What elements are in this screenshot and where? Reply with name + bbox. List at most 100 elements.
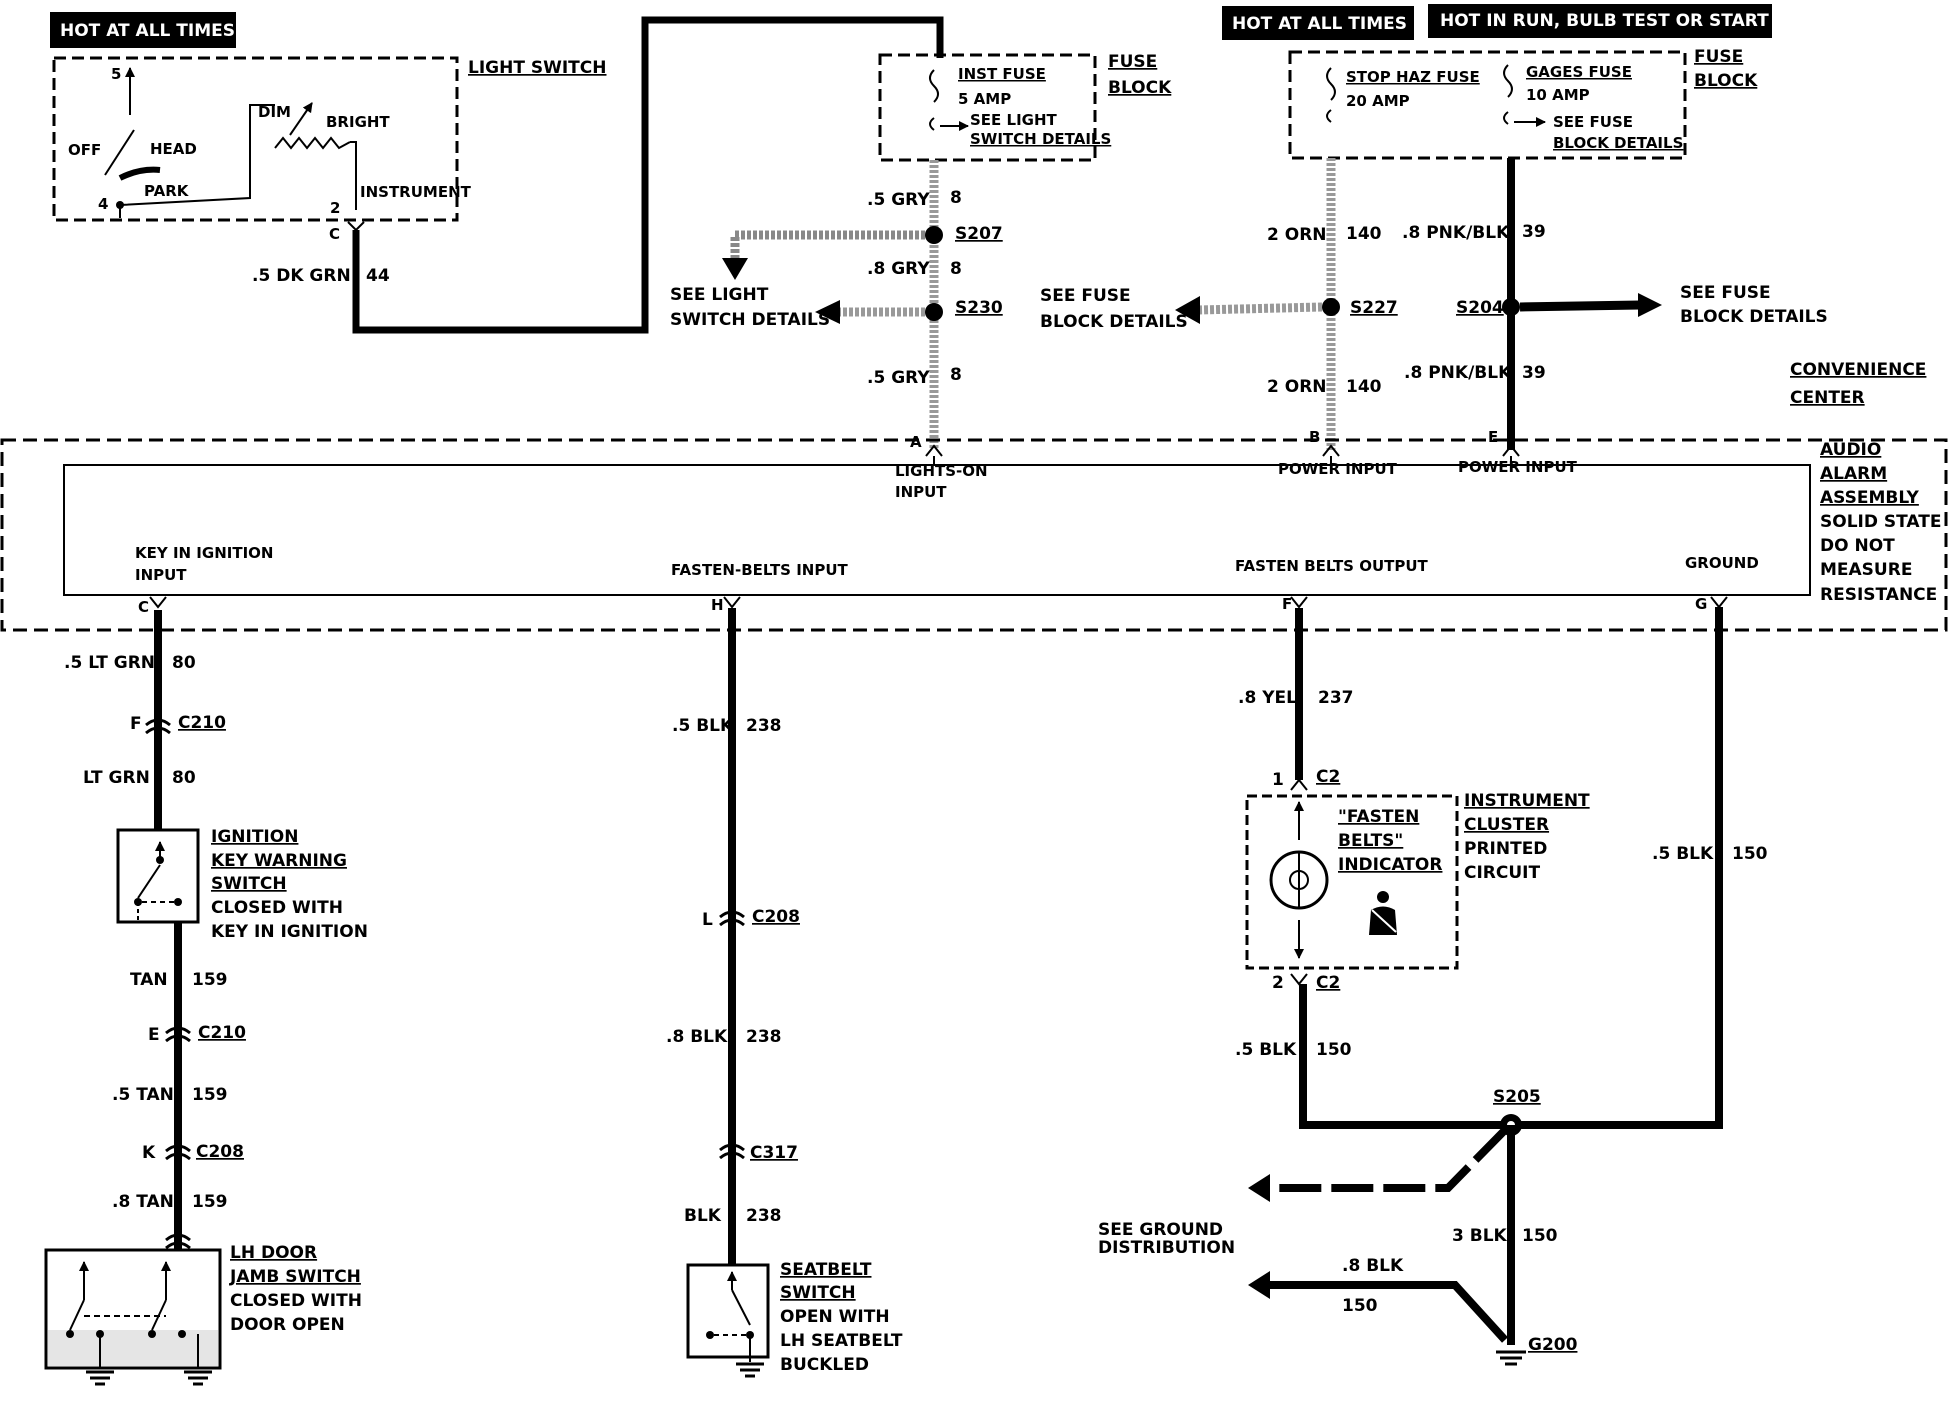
svg-text:G: G bbox=[1695, 595, 1707, 613]
svg-text:INSTRUMENT: INSTRUMENT bbox=[1464, 791, 1590, 811]
svg-text:OFF: OFF bbox=[68, 141, 101, 159]
svg-text:2 ORN: 2 ORN bbox=[1267, 377, 1327, 397]
ground-g200: G200 bbox=[1496, 1335, 1578, 1366]
svg-text:5 AMP: 5 AMP bbox=[958, 90, 1011, 108]
svg-text:BLOCK DETAILS: BLOCK DETAILS bbox=[1680, 307, 1828, 327]
svg-text:S227: S227 bbox=[1350, 298, 1398, 318]
svg-text:8: 8 bbox=[950, 188, 962, 208]
svg-text:DOOR OPEN: DOOR OPEN bbox=[230, 1315, 345, 1335]
svg-text:238: 238 bbox=[746, 716, 782, 736]
svg-text:GAGES FUSE: GAGES FUSE bbox=[1526, 63, 1632, 81]
svg-text:F: F bbox=[1282, 595, 1292, 613]
svg-text:BLOCK DETAILS: BLOCK DETAILS bbox=[1040, 312, 1188, 332]
svg-text:SWITCH: SWITCH bbox=[780, 1283, 856, 1303]
svg-text:C210: C210 bbox=[198, 1023, 246, 1043]
svg-text:150: 150 bbox=[1316, 1040, 1352, 1060]
svg-text:CONVENIENCE: CONVENIENCE bbox=[1790, 360, 1926, 380]
svg-text:C208: C208 bbox=[196, 1142, 244, 1162]
splice-s230 bbox=[925, 303, 943, 321]
svg-text:SEE GROUND: SEE GROUND bbox=[1098, 1220, 1223, 1240]
svg-text:1: 1 bbox=[1272, 770, 1284, 790]
svg-text:BRIGHT: BRIGHT bbox=[326, 113, 390, 131]
seatbelt-switch: SEATBELT SWITCH OPEN WITH LH SEATBELT BU… bbox=[686, 1260, 903, 1378]
svg-text:HEAD: HEAD bbox=[150, 140, 197, 158]
svg-text:DISTRIBUTION: DISTRIBUTION bbox=[1098, 1238, 1235, 1258]
fuse-block-left: FUSE BLOCK INST FUSE 5 AMP SEE LIGHT SWI… bbox=[878, 52, 1172, 162]
svg-text:C317: C317 bbox=[750, 1143, 798, 1163]
ignition-key-warning-switch: IGNITION KEY WARNING SWITCH CLOSED WITH … bbox=[116, 827, 368, 942]
audio-alarm-assembly: AUDIO ALARM ASSEMBLY SOLID STATE DO NOT … bbox=[0, 428, 1948, 632]
svg-text:SOLID STATE: SOLID STATE bbox=[1820, 512, 1941, 532]
svg-text:"FASTEN: "FASTEN bbox=[1338, 807, 1419, 827]
svg-text:ASSEMBLY: ASSEMBLY bbox=[1820, 488, 1920, 508]
svg-text:INST FUSE: INST FUSE bbox=[958, 65, 1046, 83]
svg-text:2: 2 bbox=[1272, 973, 1284, 993]
svg-text:PARK: PARK bbox=[144, 182, 190, 200]
svg-text:F: F bbox=[130, 714, 142, 734]
svg-text:LIGHTS-ON: LIGHTS-ON bbox=[895, 462, 988, 480]
svg-text:INPUT: INPUT bbox=[135, 566, 187, 584]
svg-text:GROUND: GROUND bbox=[1685, 554, 1759, 572]
svg-text:238: 238 bbox=[746, 1206, 782, 1226]
svg-text:G200: G200 bbox=[1528, 1335, 1578, 1355]
svg-text:C: C bbox=[138, 598, 149, 616]
svg-text:CENTER: CENTER bbox=[1790, 388, 1865, 408]
svg-text:OPEN WITH: OPEN WITH bbox=[780, 1307, 890, 1327]
svg-text:.5 BLK: .5 BLK bbox=[1652, 844, 1714, 864]
svg-text:RESISTANCE: RESISTANCE bbox=[1820, 585, 1937, 605]
svg-text:FUSE: FUSE bbox=[1108, 52, 1157, 72]
svg-text:150: 150 bbox=[1342, 1296, 1378, 1316]
svg-text:.8 TAN: .8 TAN bbox=[112, 1192, 174, 1212]
svg-text:SWITCH DETAILS: SWITCH DETAILS bbox=[970, 130, 1111, 148]
svg-text:8: 8 bbox=[950, 365, 962, 385]
svg-text:C208: C208 bbox=[752, 907, 800, 927]
svg-text:237: 237 bbox=[1318, 688, 1354, 708]
wire-44 bbox=[352, 16, 944, 334]
svg-text:MEASURE: MEASURE bbox=[1820, 560, 1912, 580]
svg-text:E: E bbox=[148, 1025, 160, 1045]
svg-text:LH DOOR: LH DOOR bbox=[230, 1243, 317, 1263]
svg-text:C2: C2 bbox=[1316, 767, 1340, 787]
svg-text:C2: C2 bbox=[1316, 973, 1340, 993]
wire-150-right bbox=[1511, 607, 1723, 1129]
tag-hot-at-all-times-right: HOT AT ALL TIMES bbox=[1222, 6, 1414, 40]
svg-text:80: 80 bbox=[172, 653, 196, 673]
svg-text:SEE FUSE: SEE FUSE bbox=[1553, 113, 1633, 131]
svg-text:.5 BLK: .5 BLK bbox=[1235, 1040, 1297, 1060]
tag-hot-at-all-times-left: HOT AT ALL TIMES bbox=[50, 12, 236, 48]
ground-icon bbox=[184, 1370, 212, 1386]
svg-text:10 AMP: 10 AMP bbox=[1526, 86, 1590, 104]
svg-text:JAMB SWITCH: JAMB SWITCH bbox=[229, 1267, 361, 1287]
svg-text:BUCKLED: BUCKLED bbox=[780, 1355, 869, 1375]
svg-text:44: 44 bbox=[366, 266, 390, 286]
svg-text:FASTEN-BELTS INPUT: FASTEN-BELTS INPUT bbox=[671, 561, 849, 579]
svg-text:CLOSED WITH: CLOSED WITH bbox=[211, 898, 343, 918]
svg-text:BELTS": BELTS" bbox=[1338, 831, 1403, 851]
svg-text:.8 BLK: .8 BLK bbox=[1342, 1256, 1404, 1276]
svg-text:2: 2 bbox=[330, 199, 340, 217]
svg-text:.5 BLK: .5 BLK bbox=[672, 716, 734, 736]
svg-text:BLOCK: BLOCK bbox=[1108, 78, 1172, 98]
svg-text:238: 238 bbox=[746, 1027, 782, 1047]
svg-text:HOT AT ALL TIMES: HOT AT ALL TIMES bbox=[60, 21, 235, 41]
svg-text:.5 DK GRN: .5 DK GRN bbox=[252, 266, 351, 286]
svg-text:DO NOT: DO NOT bbox=[1820, 536, 1895, 556]
svg-text:BLOCK: BLOCK bbox=[1694, 71, 1758, 91]
svg-text:K: K bbox=[142, 1143, 156, 1163]
svg-text:.5 LT GRN: .5 LT GRN bbox=[64, 653, 155, 673]
svg-text:B: B bbox=[1309, 428, 1320, 446]
svg-text:SEATBELT: SEATBELT bbox=[780, 1260, 872, 1280]
svg-text:140: 140 bbox=[1346, 377, 1382, 397]
splice-s227 bbox=[1322, 298, 1340, 316]
svg-text:.5 GRY: .5 GRY bbox=[867, 190, 930, 210]
svg-text:S230: S230 bbox=[955, 298, 1003, 318]
svg-text:SEE LIGHT: SEE LIGHT bbox=[970, 111, 1058, 129]
svg-text:.8 BLK: .8 BLK bbox=[666, 1027, 728, 1047]
svg-text:2 ORN: 2 ORN bbox=[1267, 225, 1327, 245]
svg-text:.8 GRY: .8 GRY bbox=[867, 259, 930, 279]
fuse-block-right: FUSE BLOCK STOP HAZ FUSE 20 AMP GAGES FU… bbox=[1288, 47, 1758, 160]
svg-text:HOT AT ALL TIMES: HOT AT ALL TIMES bbox=[1232, 14, 1407, 34]
svg-text:TAN: TAN bbox=[130, 970, 168, 990]
svg-text:INSTRUMENT: INSTRUMENT bbox=[360, 183, 472, 201]
svg-text:CIRCUIT: CIRCUIT bbox=[1464, 863, 1540, 883]
